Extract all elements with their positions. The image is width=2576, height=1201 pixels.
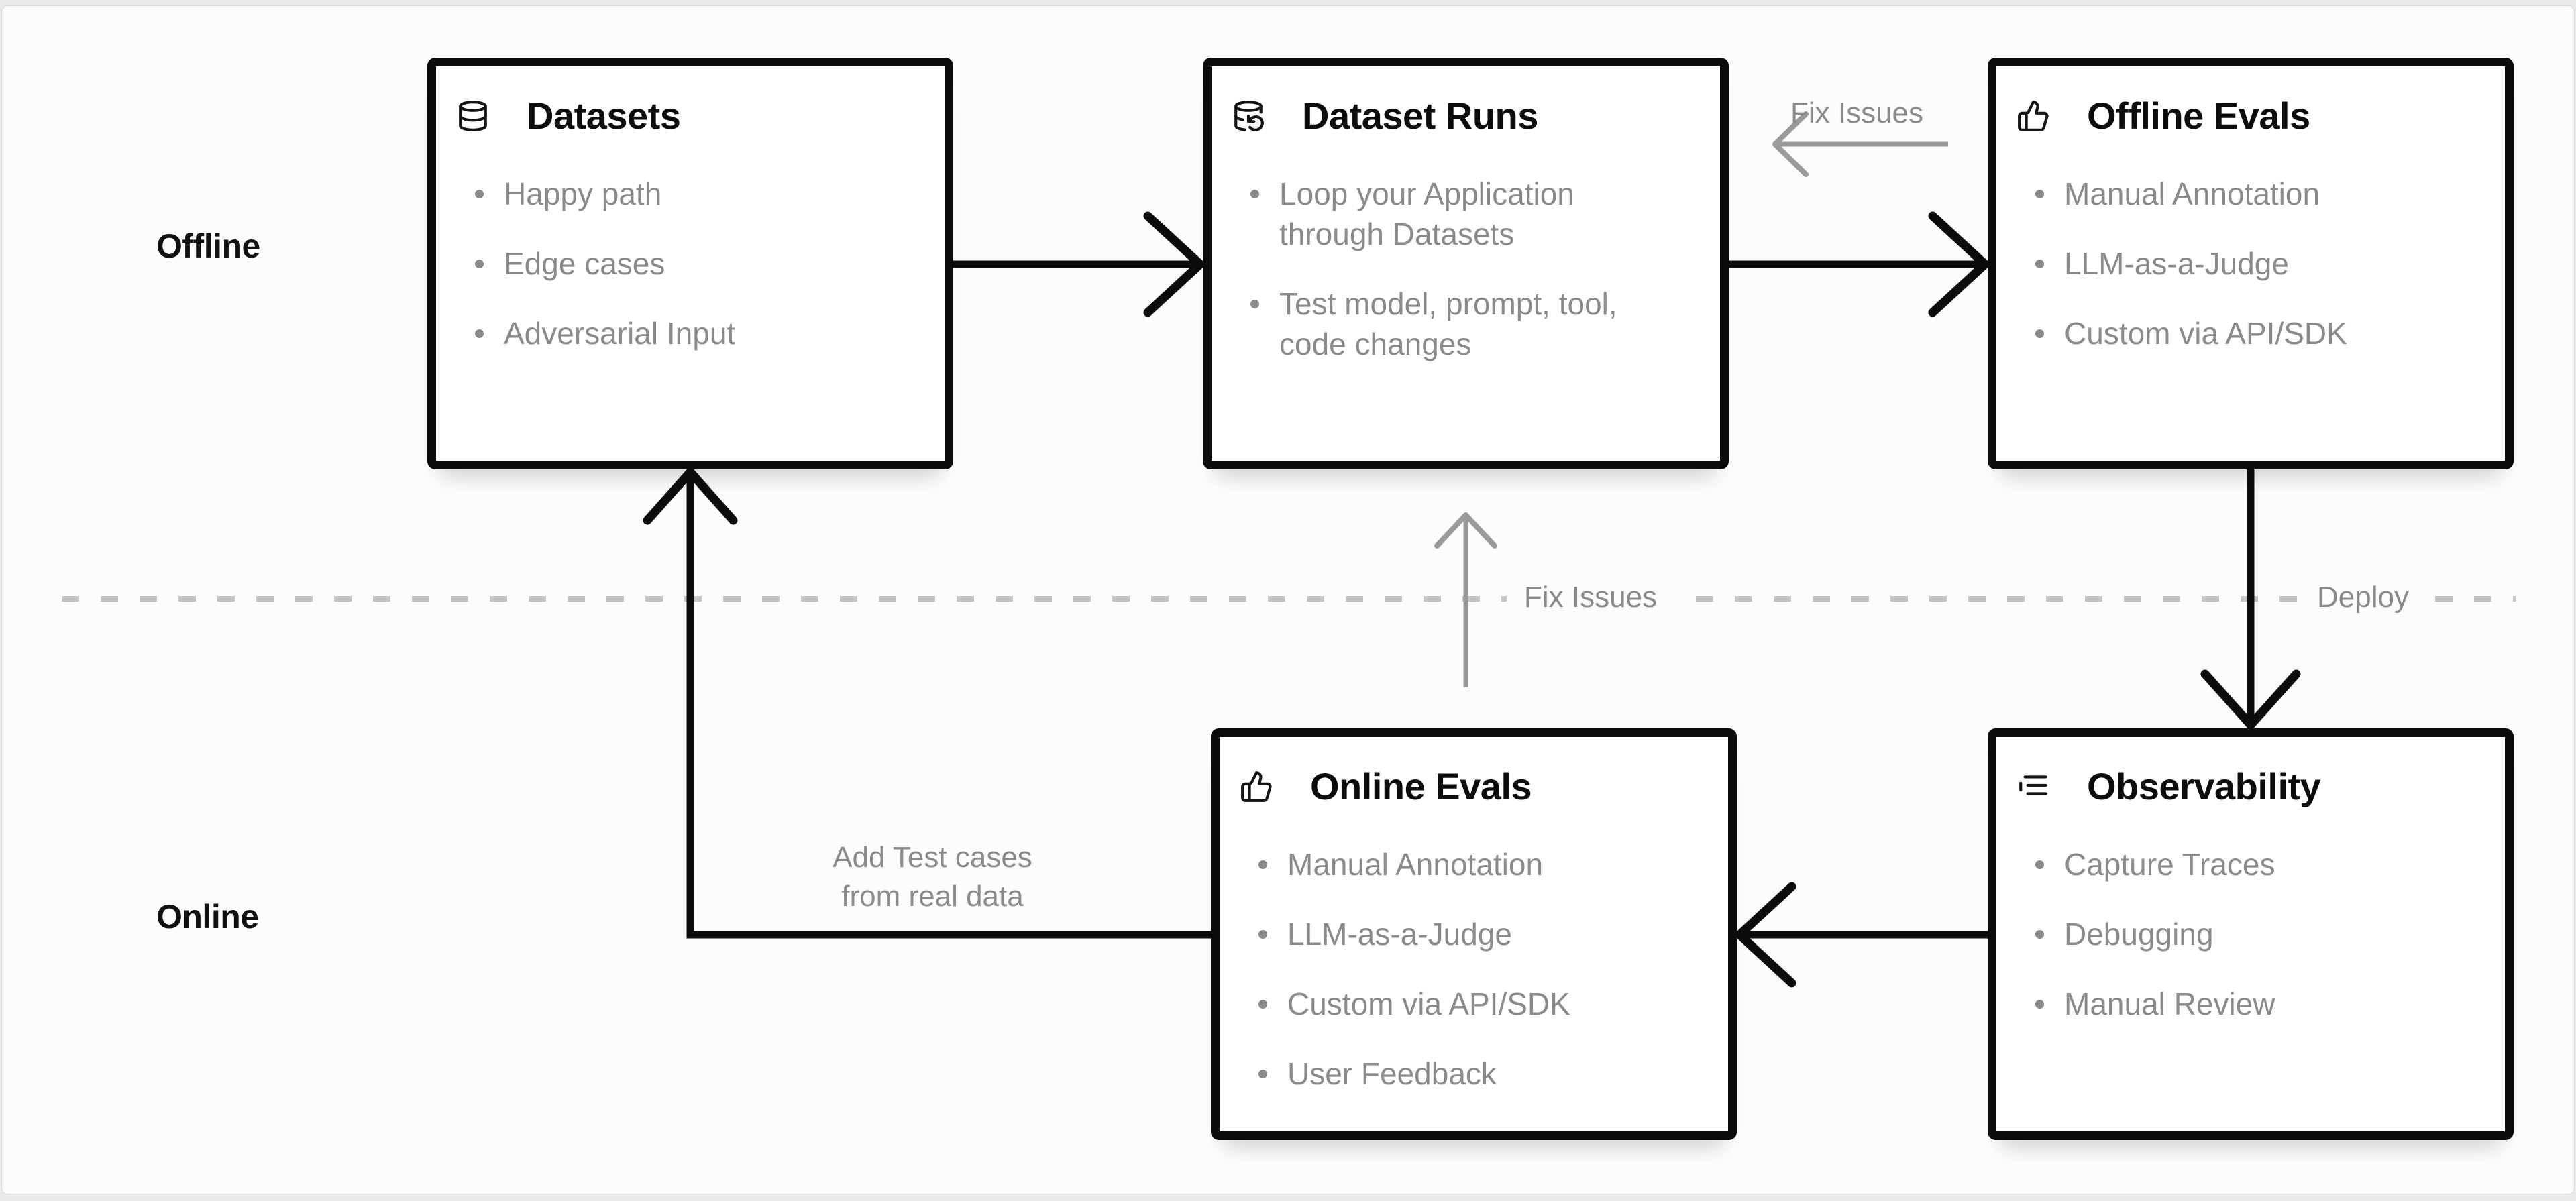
bullet-item: Debugging: [2017, 914, 2478, 954]
node-title: Online Evals: [1310, 765, 1532, 807]
node-dataset-runs-heading: Dataset Runs: [1232, 95, 1693, 137]
edge-label-deploy: Deploy: [2297, 578, 2429, 617]
node-online-evals-bullets: Manual Annotation LLM-as-a-Judge Custom …: [1240, 844, 1701, 1094]
thumbs-up-icon: [2018, 101, 2049, 131]
lane-label-online: Online: [156, 898, 259, 935]
node-title: Dataset Runs: [1302, 95, 1538, 137]
bullet-item: Custom via API/SDK: [1240, 984, 1701, 1024]
node-offline-evals-bullets: Manual Annotation LLM-as-a-Judge Custom …: [2017, 174, 2478, 353]
trace-list-icon: [2019, 775, 2047, 795]
bullet-item: Manual Review: [2017, 984, 2478, 1024]
node-observability-bullets: Capture Traces Debugging Manual Review: [2017, 844, 2478, 1024]
bullet-item: Loop your Application through Datasets: [1232, 174, 1693, 254]
node-observability-heading: Observability: [2017, 765, 2478, 808]
node-title: Offline Evals: [2087, 95, 2310, 137]
node-title: Observability: [2087, 765, 2321, 807]
edge-label-fix-issues-middle: Fix Issues: [1507, 578, 1675, 617]
bullet-item: User Feedback: [1240, 1053, 1701, 1094]
bullet-item: Custom via API/SDK: [2017, 313, 2478, 353]
bullet-item: Test model, prompt, tool, code changes: [1232, 284, 1693, 364]
node-datasets-heading: Datasets: [456, 95, 918, 137]
node-dataset-runs-bullets: Loop your Application through Datasets T…: [1232, 174, 1693, 364]
node-offline-evals-heading: Offline Evals: [2017, 95, 2478, 137]
edge-label-add-test-cases: Add Test cases from real data: [833, 841, 1032, 913]
node-datasets: Datasets Happy path Edge cases Adversari…: [427, 58, 953, 469]
node-online-evals: Online Evals Manual Annotation LLM-as-a-…: [1211, 728, 1737, 1140]
bullet-item: LLM-as-a-Judge: [2017, 243, 2478, 284]
bullet-item: Edge cases: [456, 243, 918, 284]
bullet-item: LLM-as-a-Judge: [1240, 914, 1701, 954]
edge-label-fix-issues-top: Fix Issues: [1790, 97, 1924, 129]
node-datasets-bullets: Happy path Edge cases Adversarial Input: [456, 174, 918, 353]
bullet-item: Adversarial Input: [456, 313, 918, 353]
bullet-item: Manual Annotation: [1240, 844, 1701, 884]
node-online-evals-heading: Online Evals: [1240, 765, 1701, 808]
database-icon: [459, 101, 487, 131]
lane-label-offline: Offline: [156, 227, 260, 265]
node-offline-evals: Offline Evals Manual Annotation LLM-as-a…: [1988, 58, 2514, 469]
database-refresh-icon: [1234, 101, 1264, 131]
bullet-item: Manual Annotation: [2017, 174, 2478, 214]
node-title: Datasets: [527, 95, 681, 137]
thumbs-up-icon: [1241, 771, 1272, 802]
node-observability: Observability Capture Traces Debugging M…: [1988, 728, 2514, 1140]
node-dataset-runs: Dataset Runs Loop your Application throu…: [1203, 58, 1729, 469]
bullet-item: Capture Traces: [2017, 844, 2478, 884]
bullet-item: Happy path: [456, 174, 918, 214]
